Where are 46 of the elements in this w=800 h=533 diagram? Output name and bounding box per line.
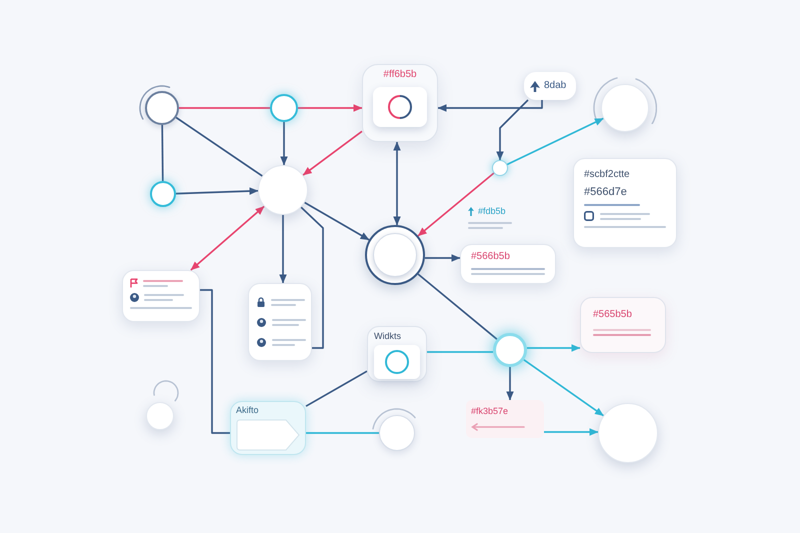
arrow (302, 130, 362, 176)
node-label: Akifto (236, 405, 260, 416)
node-label: #ff6b5b (383, 69, 417, 81)
arrow (393, 142, 401, 226)
arrow (298, 104, 362, 112)
node-label: 8dab (544, 80, 566, 92)
arrow (424, 254, 460, 262)
connector-line (200, 289, 230, 434)
card (248, 283, 312, 361)
node-label: #566b5b (471, 251, 511, 263)
arrow (418, 172, 494, 237)
connector-line (300, 206, 324, 349)
label-text: #fdb5b (478, 206, 506, 217)
arrow (438, 100, 543, 112)
connector-line (176, 116, 263, 177)
node-label: #565b5b (593, 309, 633, 321)
node-label: Widkts (374, 331, 401, 342)
arrow (544, 428, 598, 436)
arrow (280, 122, 288, 166)
node-label: #scbf2ctte (584, 169, 631, 181)
card (367, 326, 427, 382)
card (122, 270, 200, 322)
tag-pill (524, 72, 576, 100)
connector-line (161, 125, 164, 181)
node-label: #fk3b57e (471, 406, 510, 417)
arrow (523, 359, 604, 416)
connector-line (418, 273, 498, 340)
arrow (279, 215, 287, 284)
card (573, 158, 677, 248)
tab-card (230, 401, 306, 455)
card (362, 64, 438, 142)
arrow (304, 202, 370, 241)
arrow (506, 118, 604, 166)
arrow (526, 344, 580, 352)
arrow (176, 187, 258, 195)
node-label: #566d7e (584, 186, 628, 199)
arrow (506, 367, 514, 400)
connector-line (306, 370, 368, 407)
connector-line (179, 107, 270, 109)
connector-line (306, 432, 379, 434)
connector-line (427, 351, 494, 353)
arrow (496, 99, 529, 160)
card (580, 297, 666, 353)
card (460, 244, 556, 284)
note-chip (466, 400, 544, 438)
arrow (190, 206, 265, 271)
